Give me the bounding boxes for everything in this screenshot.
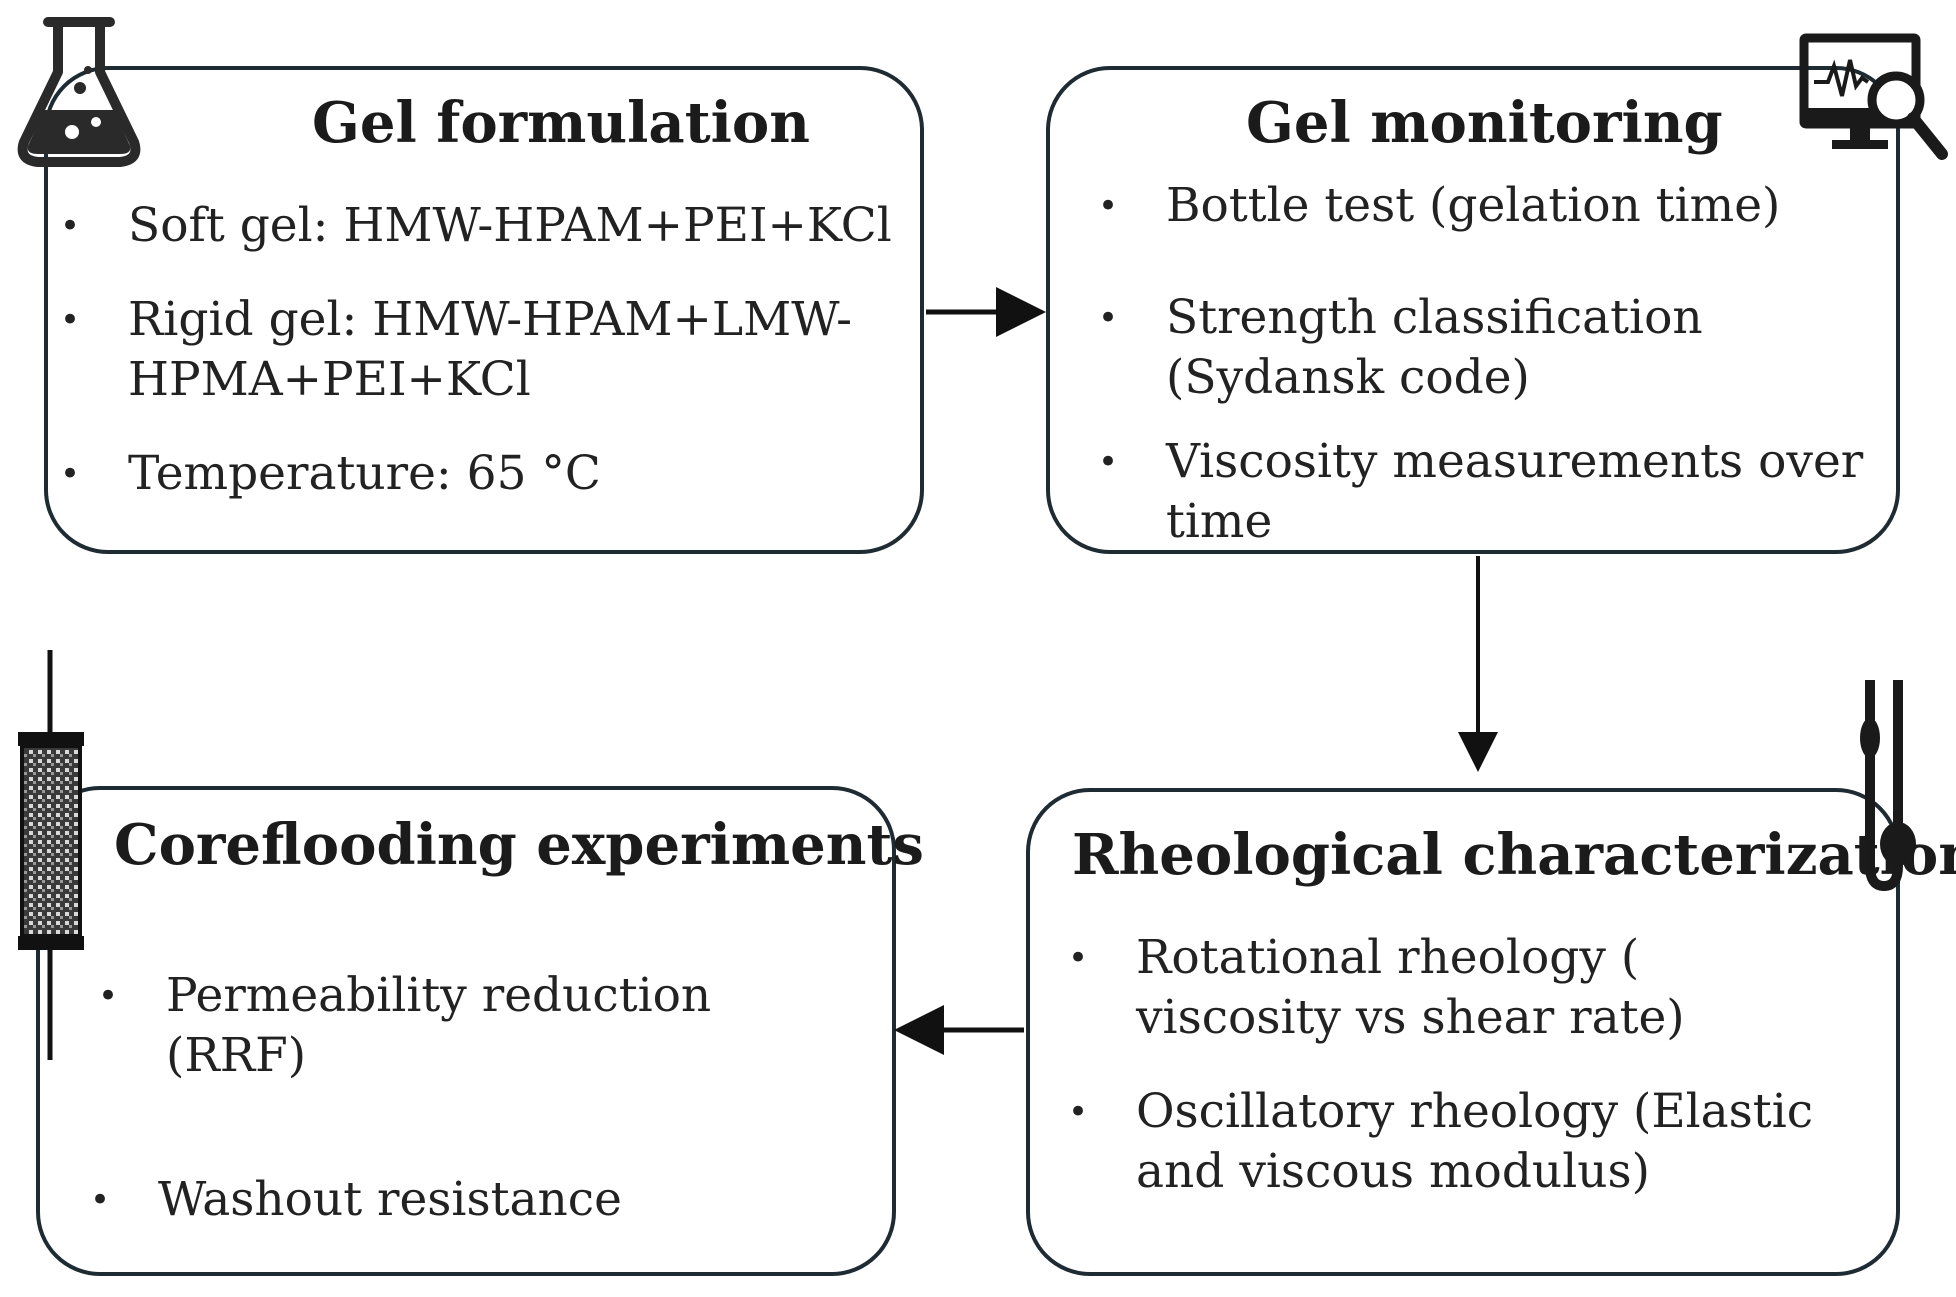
gel-formulation-list: Soft gel: HMW-HPAM+PEI+KCl Rigid gel: HM…: [60, 196, 908, 504]
flask-icon: [17, 17, 141, 167]
rheological-characterization-box: Rheological characterization Rotational …: [1026, 788, 1956, 1276]
list-item: Permeability reduction (RRF): [98, 966, 866, 1086]
coreflooding-experiments-list: Permeability reduction (RRF) Washout res…: [90, 966, 866, 1230]
list-item: Soft gel: HMW-HPAM+PEI+KCl: [60, 196, 908, 256]
gel-monitoring-box: Gel monitoring Bottle test (gelation tim…: [1046, 66, 1900, 554]
list-item: Oscillatory rheology (Elastic and viscou…: [1068, 1082, 1836, 1202]
list-item: Viscosity measurements over time: [1098, 432, 1890, 552]
list-item: Rotational rheology ( viscosity vs shear…: [1068, 928, 1836, 1048]
list-item: Rigid gel: HMW-HPAM+LMW-HPMA+PEI+KCl: [60, 290, 908, 410]
gel-formulation-box: Gel formulation Soft gel: HMW-HPAM+PEI+K…: [44, 66, 924, 554]
list-item: Temperature: 65 °C: [60, 444, 908, 504]
viscometer-icon: [1860, 680, 1916, 892]
monitor-search-icon: [1799, 33, 1948, 160]
rheological-characterization-list: Rotational rheology ( viscosity vs shear…: [1068, 928, 1836, 1202]
gel-formulation-title: Gel formulation: [312, 90, 810, 156]
list-item: Bottle test (gelation time): [1098, 176, 1890, 236]
list-item: Washout resistance: [90, 1170, 858, 1230]
core-holder-icon: [18, 650, 84, 1060]
gel-monitoring-title: Gel monitoring: [1246, 90, 1723, 156]
coreflooding-experiments-title: Coreflooding experiments: [114, 812, 924, 878]
rheological-characterization-title: Rheological characterization: [1072, 822, 1956, 888]
list-item: Strength classification (Sydansk code): [1098, 288, 1890, 408]
coreflooding-experiments-box: Coreflooding experiments Permeability re…: [36, 786, 924, 1276]
gel-monitoring-list: Bottle test (gelation time) Strength cla…: [1098, 176, 1890, 552]
